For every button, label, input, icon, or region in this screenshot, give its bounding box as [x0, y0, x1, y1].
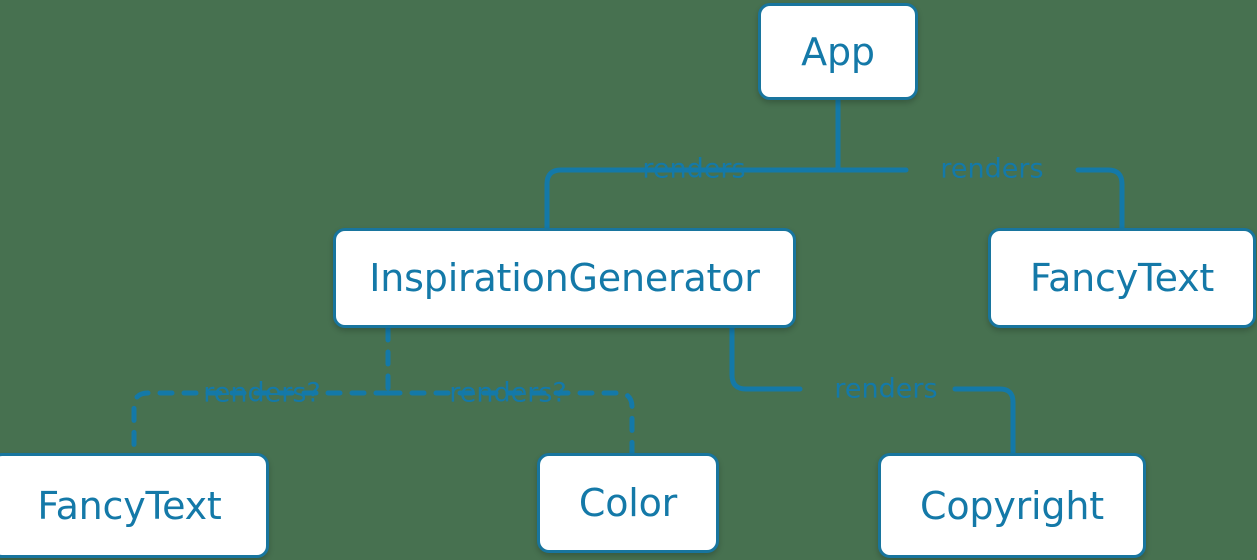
- edge-app-inspirationgenerator-elbow: [544, 167, 773, 233]
- edge-label-app-inspirationgenerator: renders: [642, 153, 746, 185]
- edge-label-inspirationgenerator-fancytext: renders?: [203, 377, 321, 409]
- node-fancytext-bottom[interactable]: FancyText: [0, 453, 269, 558]
- node-inspirationgenerator-label: InspirationGenerator: [369, 256, 760, 300]
- node-inspirationgenerator[interactable]: InspirationGenerator: [333, 228, 796, 328]
- node-copyright-label: Copyright: [920, 483, 1104, 528]
- node-app-label: App: [801, 29, 875, 74]
- edge-label-inspirationgenerator-copyright: renders: [834, 373, 938, 405]
- node-color-label: Color: [578, 481, 678, 525]
- edge-app-fancytext-elbow: [1075, 167, 1125, 233]
- edge-label-inspirationgenerator-color: renders?: [449, 377, 567, 409]
- node-app[interactable]: App: [758, 3, 918, 100]
- edge-inspirationgenerator-copyright: [729, 325, 803, 392]
- edge-inspirationgenerator-copyright-right: [952, 386, 1016, 458]
- node-fancytext-bottom-label: FancyText: [37, 483, 222, 528]
- node-fancytext-top-label: FancyText: [1029, 256, 1215, 300]
- node-fancytext-top[interactable]: FancyText: [988, 228, 1256, 328]
- node-copyright[interactable]: Copyright: [878, 453, 1146, 558]
- edge-inspirationgenerator-fancytext: [131, 390, 391, 458]
- edge-inspirationgenerator-color: [385, 390, 635, 458]
- node-color[interactable]: Color: [537, 453, 719, 553]
- edge-label-app-fancytext: renders: [940, 153, 1044, 185]
